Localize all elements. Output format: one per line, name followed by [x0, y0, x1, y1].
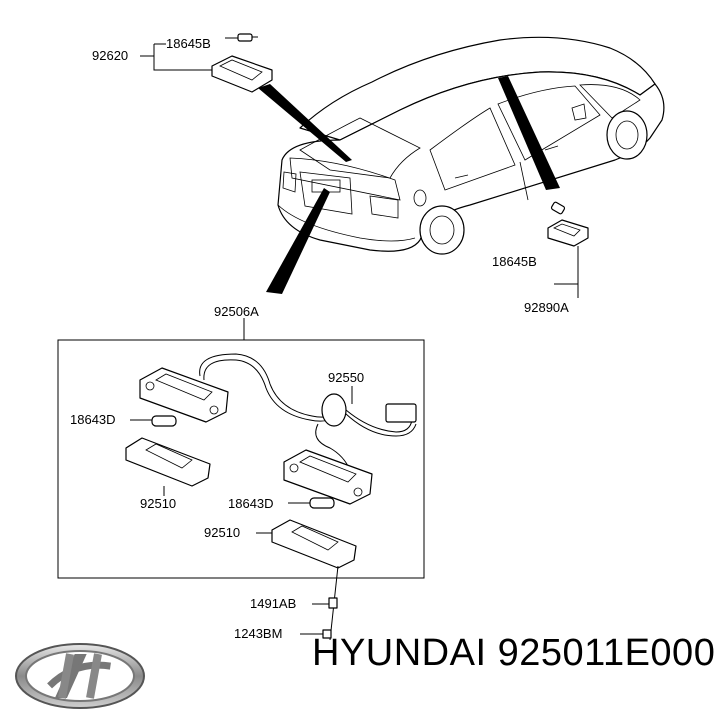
car-illustration — [277, 36, 665, 255]
hyundai-logo — [15, 643, 145, 709]
fasteners — [300, 565, 339, 641]
label-bulb-top: 18645B — [166, 36, 211, 51]
right-lamp-housing — [283, 449, 373, 505]
right-lens — [256, 519, 357, 569]
left-bulb — [130, 415, 177, 427]
label-wiring: 92550 — [328, 370, 364, 385]
label-bulb-right: 18645B — [492, 254, 537, 269]
label-dome-lamp: 92620 — [92, 48, 128, 63]
label-lamp-assembly: 92506A — [214, 304, 259, 319]
label-screw: 1491AB — [250, 596, 296, 611]
label-room-lamp: 92890A — [524, 300, 569, 315]
label-lens-lower: 92510 — [204, 525, 240, 540]
left-lamp-housing — [139, 367, 229, 423]
pointer-wedges — [258, 76, 560, 294]
label-lens-left: 92510 — [140, 496, 176, 511]
part-number: 925011E000 — [497, 632, 716, 674]
label-bulb-lower: 18643D — [228, 496, 274, 511]
left-lens — [125, 437, 211, 496]
right-bulb — [288, 497, 335, 509]
assembly-box — [57, 318, 425, 579]
room-lamp-part — [547, 201, 589, 298]
dome-lamp-part — [140, 33, 273, 93]
label-bolt: 1243BM — [234, 626, 282, 641]
wiring-harness — [199, 353, 417, 471]
label-bulb-left: 18643D — [70, 412, 116, 427]
brand-caption: HYUNDAI 925011E000 — [312, 632, 715, 675]
brand-name: HYUNDAI — [312, 632, 487, 674]
